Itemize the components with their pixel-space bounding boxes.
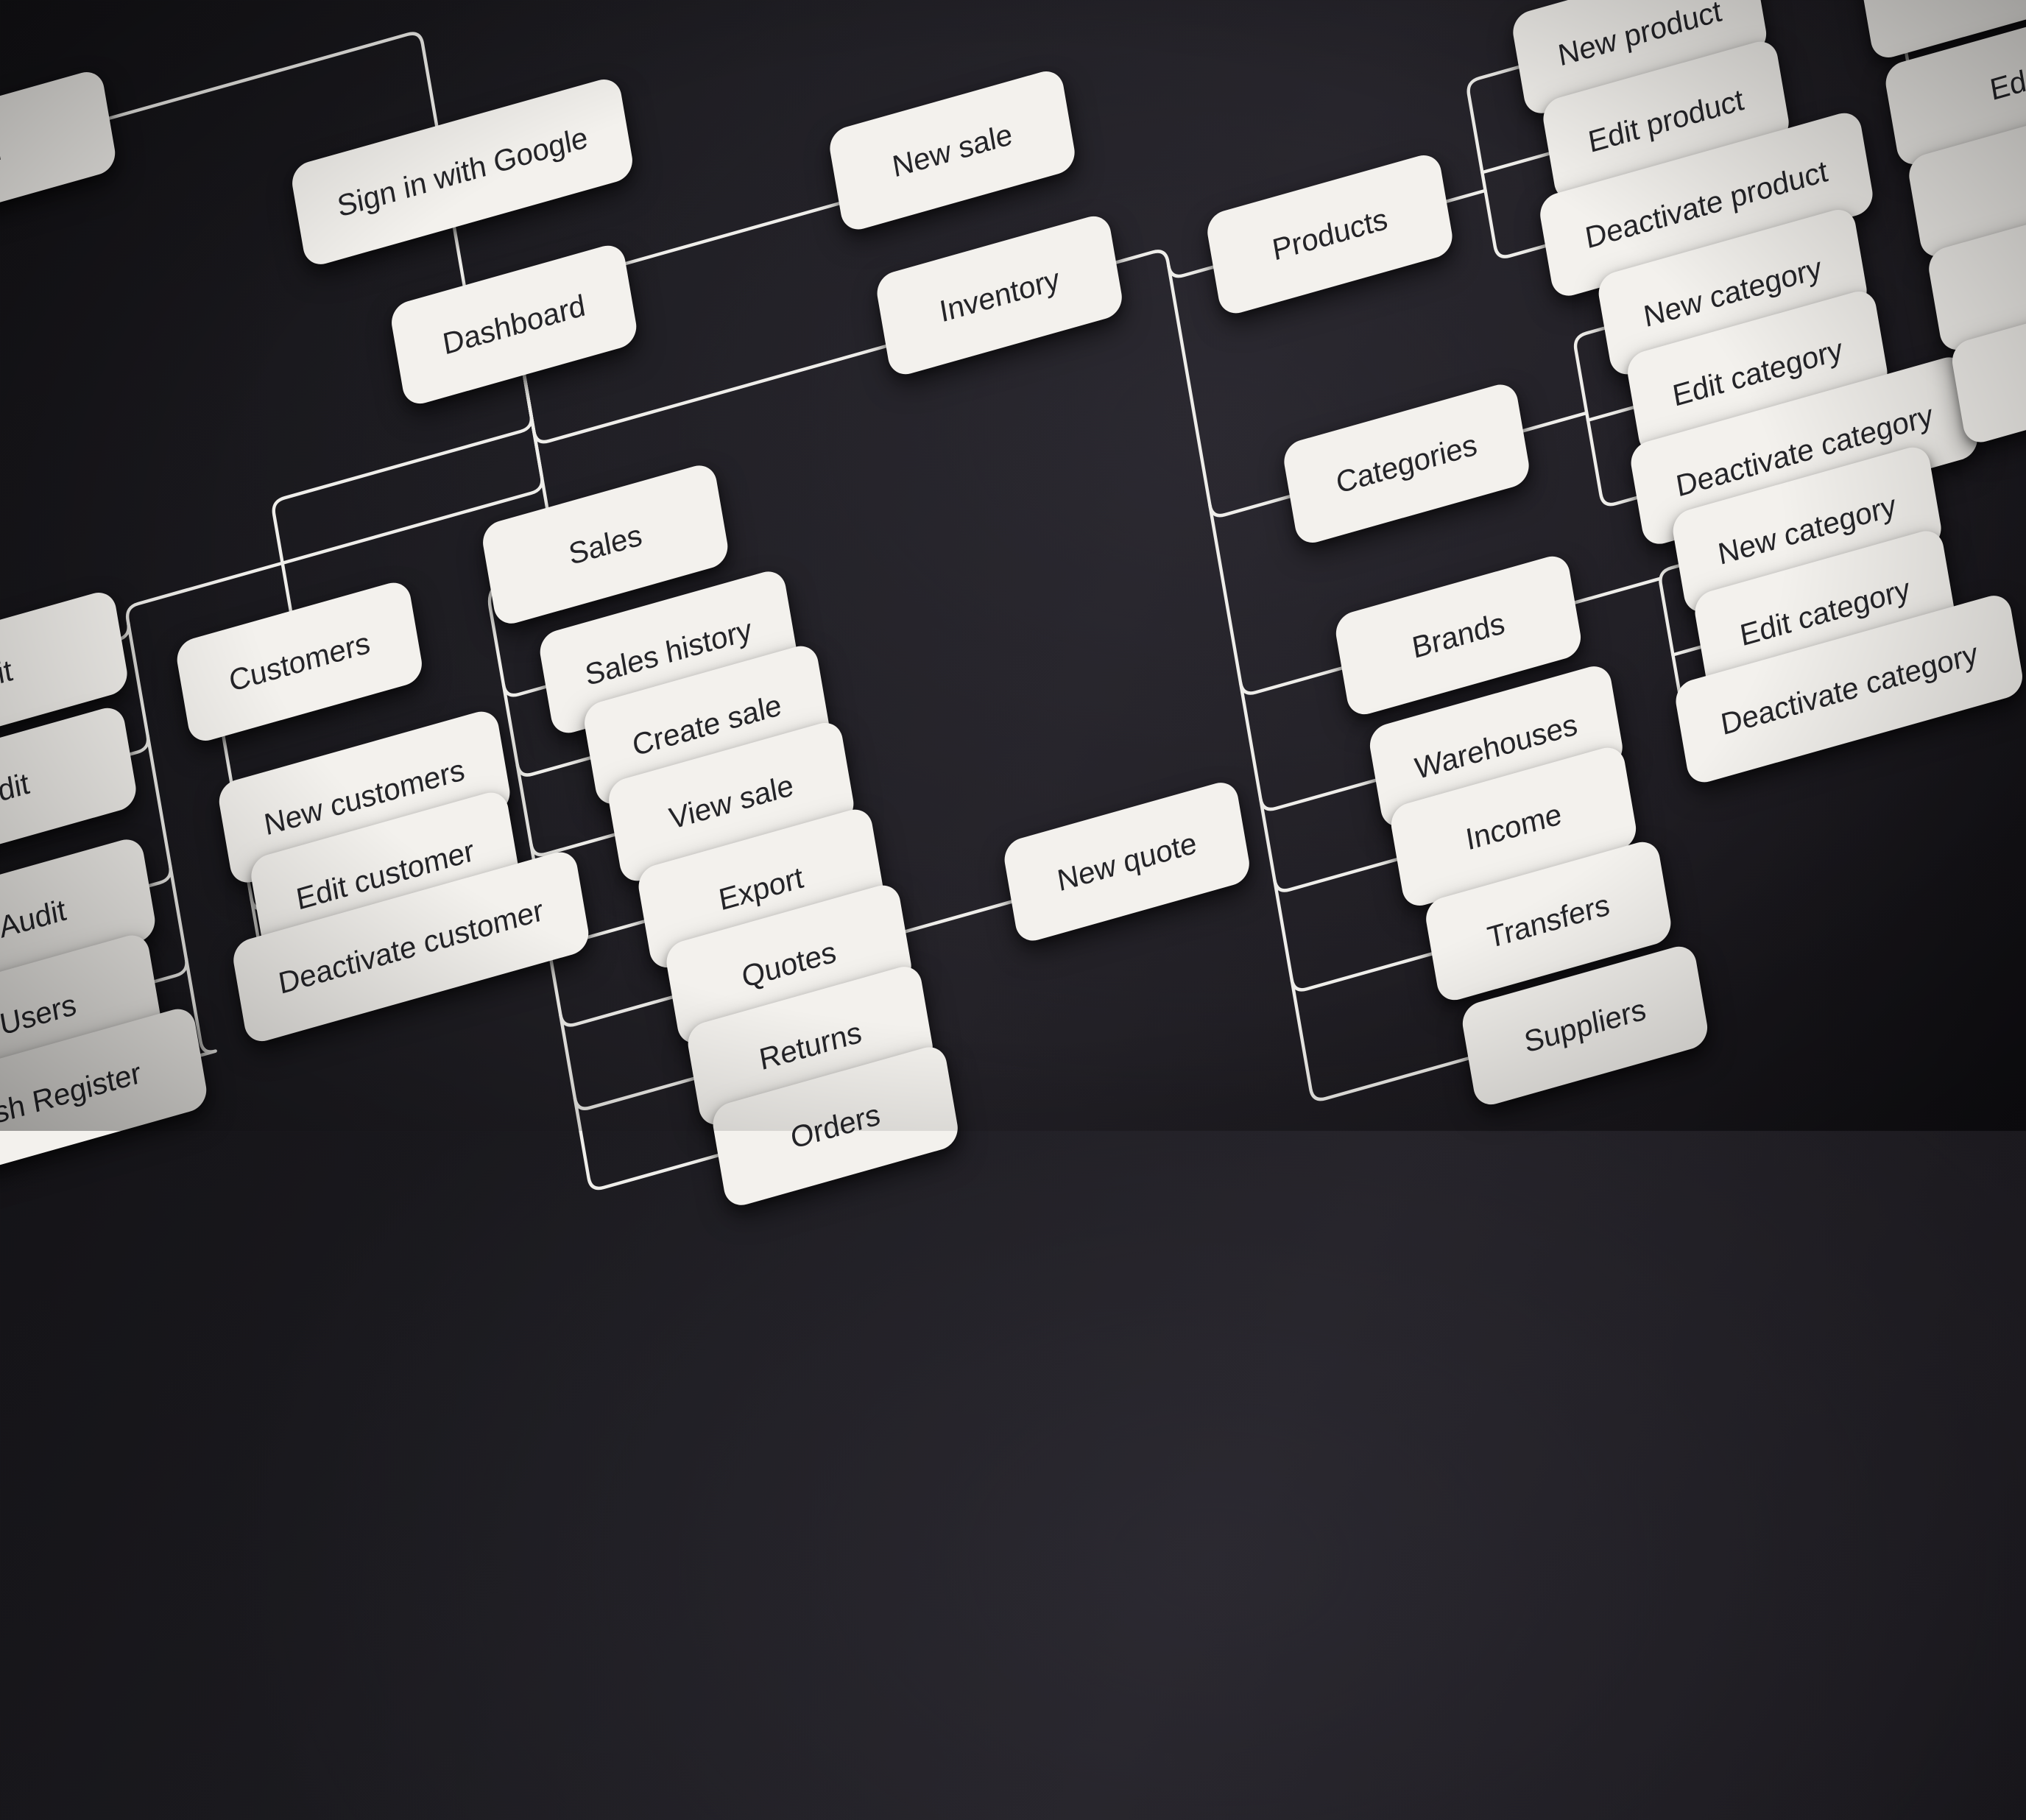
node-dashboard[interactable]: Dashboard bbox=[388, 241, 640, 409]
node-inventory[interactable]: Inventory bbox=[874, 211, 1125, 379]
node-products[interactable]: Products bbox=[1204, 150, 1455, 318]
node-new-sale[interactable]: New sale bbox=[827, 66, 1078, 234]
mindmap-canvas: n Sign in with Google Dashboard New sale… bbox=[0, 0, 2026, 1210]
node-customers[interactable]: Customers bbox=[174, 578, 426, 746]
node-sign-in-with-google[interactable]: Sign in with Google bbox=[289, 74, 636, 269]
node-login-partial[interactable]: n bbox=[0, 67, 119, 235]
connector-categories-feeder bbox=[1511, 411, 1589, 436]
node-new-quote[interactable]: New quote bbox=[1001, 777, 1252, 945]
node-categories[interactable]: Categories bbox=[1281, 380, 1532, 548]
